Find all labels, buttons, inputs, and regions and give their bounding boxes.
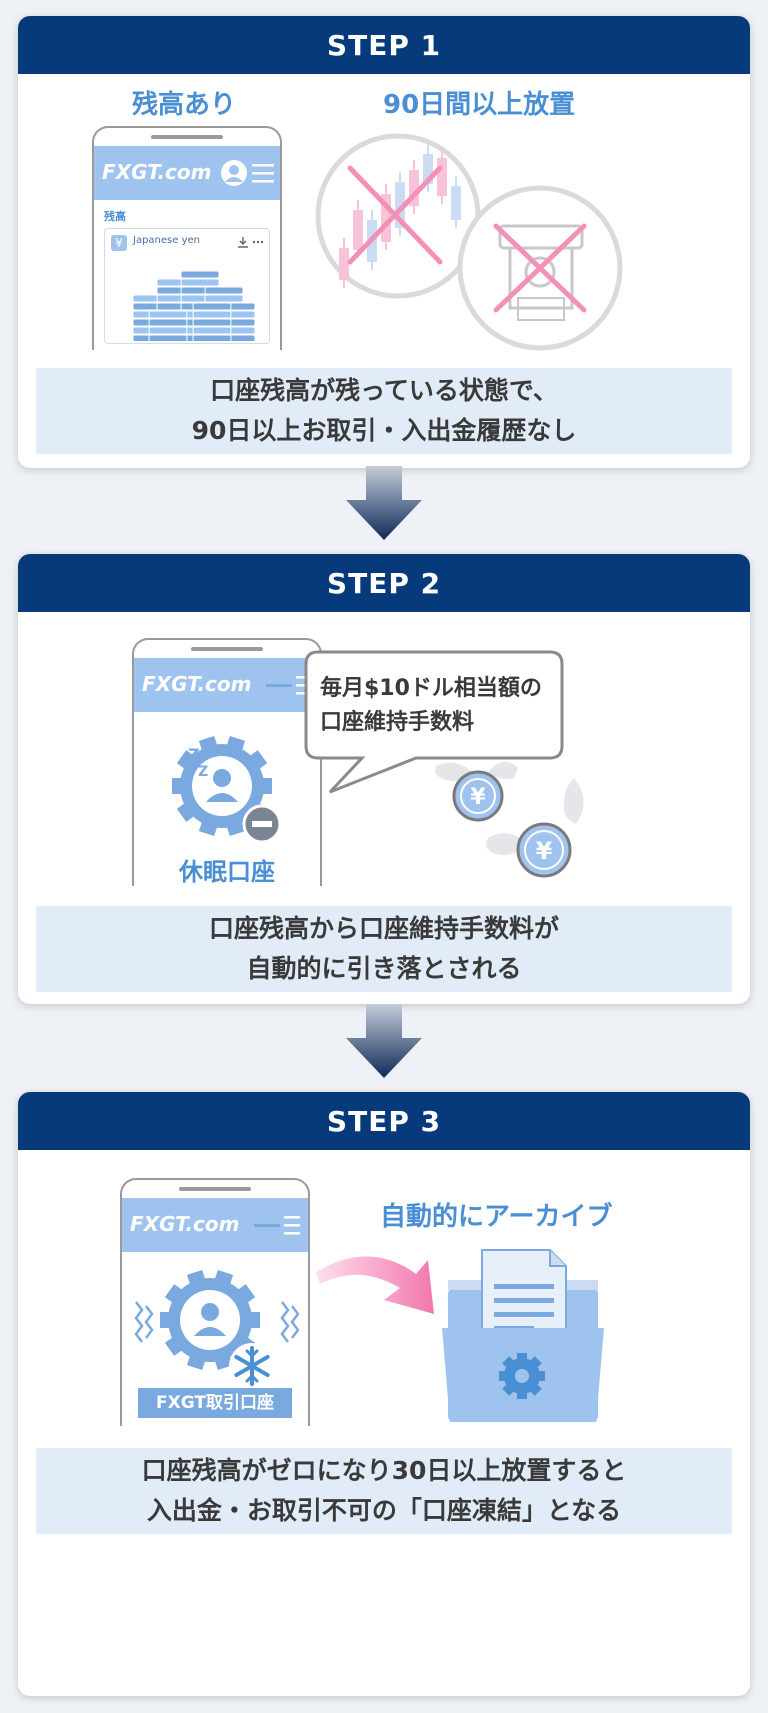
fxgt-logo: FXGT.com [130, 1212, 240, 1236]
step2-header: STEP 2 [18, 554, 750, 612]
download-icon [238, 237, 248, 248]
step3-caption-line2: 入出金・お取引不可の「口座凍結」となる [146, 1496, 622, 1525]
step3-caption: 口座残高がゼロになり30日以上放置すると 入出金・お取引不可の「口座凍結」となる [36, 1448, 732, 1534]
step2-caption: 口座残高から口座維持手数料が 自動的に引き落とされる [36, 906, 732, 992]
step1-idle-illustration [315, 133, 623, 351]
menu-icon [254, 1216, 300, 1235]
step3-card: STEP 3 FXGT.com [18, 1092, 750, 1696]
frozen-wave-icon [134, 1301, 300, 1343]
step1-phone: FXGT.com 残高 ¥ Japanese yen [92, 126, 282, 350]
step1-caption-line2: 90日以上お取引・入出金履歴なし [191, 416, 577, 445]
bubble-line2: 口座維持手数料 [320, 710, 475, 735]
step1-card: STEP 1 残高あり 90日間以上放置 FXGT.com 残高 ¥ Japan… [18, 16, 750, 468]
step1-header: STEP 1 [18, 16, 750, 74]
step2-card: STEP 2 FXGT.com Z Z 休眠口座 毎月$10ドル相当額の 口座維… [18, 554, 750, 1004]
currency-name: Japanese yen [133, 235, 200, 246]
cross-icon [347, 165, 587, 313]
step1-caption-line1: 口座残高が残っている状態で、 [210, 376, 558, 405]
menu-icon [266, 676, 312, 695]
step1-currency-card: ¥ Japanese yen [104, 228, 270, 344]
step3-caption-line1: 口座残高がゼロになり30日以上放置すると [141, 1456, 627, 1485]
down-arrow-icon [346, 1004, 422, 1078]
yen-badge: ¥ [111, 235, 127, 251]
step1-idle-label: 90日間以上放置 [383, 90, 576, 120]
minus-icon [242, 804, 282, 844]
coin-stack-icon [132, 270, 256, 341]
step1-balance-label: 残高あり [132, 90, 237, 120]
step2-phone-header: FXGT.com [134, 658, 320, 712]
step3-header: STEP 3 [18, 1092, 750, 1150]
folder-gear-icon [442, 1249, 604, 1422]
winged-coin-icon: ¥ [435, 761, 518, 822]
bubble-line1: 毎月$10ドル相当額の [320, 676, 542, 701]
dormant-account-label: 休眠口座 [179, 858, 275, 886]
step1-section-label: 残高 [104, 210, 126, 223]
snowflake-icon [229, 1343, 275, 1389]
step2-caption-line1: 口座残高から口座維持手数料が [208, 914, 559, 943]
coin-yen-symbol: ¥ [536, 837, 553, 865]
step2-phone: FXGT.com Z Z 休眠口座 [132, 638, 322, 886]
step3-phone-header: FXGT.com [122, 1198, 308, 1252]
bubble-text: 毎月$10ドル相当額の 口座維持手数料 [320, 672, 542, 740]
step1-caption: 口座残高が残っている状態で、 90日以上お取引・入出金履歴なし [36, 368, 732, 454]
down-arrow-icon [346, 466, 422, 540]
auto-archive-label: 自動的にアーカイブ [380, 1202, 613, 1232]
step3-phone: FXGT.com FXGT取引口座 [120, 1178, 310, 1426]
menu-icon [252, 164, 274, 183]
winged-coin-icon: ¥ [486, 778, 584, 878]
fxgt-logo: FXGT.com [102, 160, 212, 184]
step1-phone-header: FXGT.com [94, 146, 280, 200]
user-icon [221, 160, 247, 186]
fxgt-logo: FXGT.com [142, 672, 252, 696]
gear-user-icon [160, 1269, 260, 1371]
svg-text:Z: Z [188, 745, 200, 764]
gear-user-icon [172, 735, 282, 844]
step2-caption-line2: 自動的に引き落とされる [246, 954, 522, 983]
more-icon [252, 240, 264, 244]
sleep-icon: Z Z [188, 745, 208, 780]
curved-arrow-icon [316, 1256, 434, 1314]
coin-yen-symbol: ¥ [470, 785, 486, 810]
trading-account-badge: FXGT取引口座 [138, 1388, 292, 1418]
svg-text:Z: Z [198, 764, 208, 780]
fee-speech-bubble [304, 650, 564, 794]
